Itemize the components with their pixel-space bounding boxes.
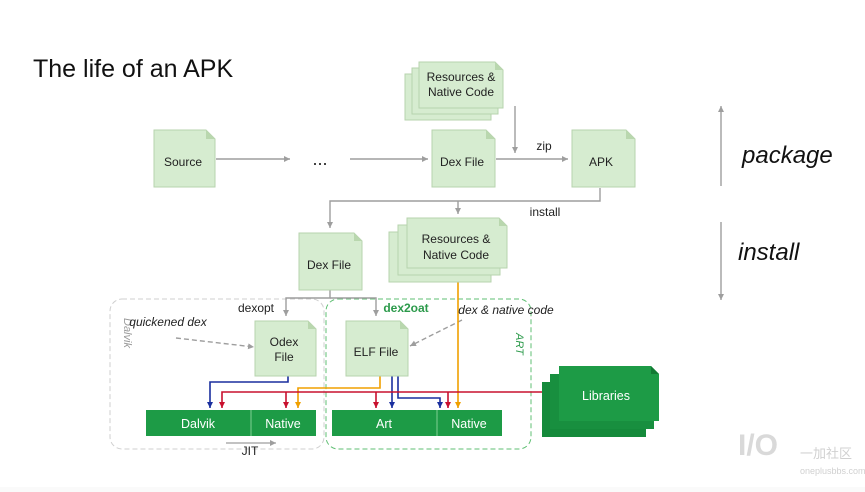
jit-label: JIT <box>242 444 259 458</box>
dalvik-runtime-bar: Dalvik Native <box>146 410 316 436</box>
dex2oat-label: dex2oat <box>383 301 428 315</box>
flow-arrows <box>175 106 601 350</box>
apk-node: APK <box>571 129 636 188</box>
art-native-bar-label: Native <box>451 417 486 431</box>
install-side-label: install <box>738 239 800 266</box>
install-edge-label: install <box>530 205 561 219</box>
dex-file-top-label: Dex File <box>440 155 484 169</box>
resources-mid-label: Resources &Native Code <box>422 232 491 262</box>
libraries-label: Libraries <box>582 389 630 403</box>
watermark: I/O 一加社区 oneplusbbs.com <box>738 429 865 476</box>
source-label: Source <box>164 155 202 169</box>
ellipsis: ... <box>312 149 327 169</box>
source-node: Source <box>153 129 216 188</box>
apk-label: APK <box>589 155 613 169</box>
dexopt-arrow <box>283 290 331 316</box>
art-region-label: ART <box>513 332 525 356</box>
dex2oat-arrow <box>330 297 379 316</box>
dex-file-mid-label: Dex File <box>307 258 351 272</box>
dalvik-region <box>109 298 325 450</box>
libraries-bus-line <box>219 391 555 408</box>
dex-native-code-arrow <box>409 319 463 347</box>
watermark-text: 一加社区 <box>800 446 852 461</box>
quickened-dex-label: quickened dex <box>129 315 207 329</box>
resources-native-code-mid: Resources &Native Code <box>388 217 508 283</box>
resources-native-code-top: Resources &Native Code <box>404 61 504 121</box>
quickened-dex-arrow <box>175 337 255 350</box>
package-side-label: package <box>741 142 833 169</box>
watermark-mark: I/O <box>738 429 778 462</box>
libraries-node: Libraries <box>542 366 659 437</box>
dex-file-top-node: Dex File <box>431 129 496 188</box>
resources-top-label: Resources &Native Code <box>427 70 496 99</box>
zip-label: zip <box>536 139 552 153</box>
elf-file-node: ELF File <box>345 320 409 377</box>
art-bar-label: Art <box>376 417 393 431</box>
dex-file-mid-node: Dex File <box>298 232 363 291</box>
dexopt-label: dexopt <box>238 301 275 315</box>
odex-to-dalvik-line <box>207 376 289 408</box>
watermark-url: oneplusbbs.com <box>800 466 865 476</box>
elf-to-dalvik-native-line <box>295 376 381 408</box>
art-region <box>325 298 532 450</box>
dex-native-code-label: dex & native code <box>458 303 554 317</box>
runtime-connections <box>207 272 555 408</box>
slide-title: The life of an APK <box>33 55 233 83</box>
dalvik-native-bar-label: Native <box>265 417 300 431</box>
apk-to-dex-install-arrow <box>327 188 601 228</box>
art-runtime-bar: Art Native <box>332 410 502 436</box>
dalvik-region-label: Dalvik <box>121 318 133 348</box>
elf-to-art-native-line <box>397 376 443 408</box>
dalvik-bar-label: Dalvik <box>181 417 216 431</box>
elf-file-label: ELF File <box>354 345 399 359</box>
